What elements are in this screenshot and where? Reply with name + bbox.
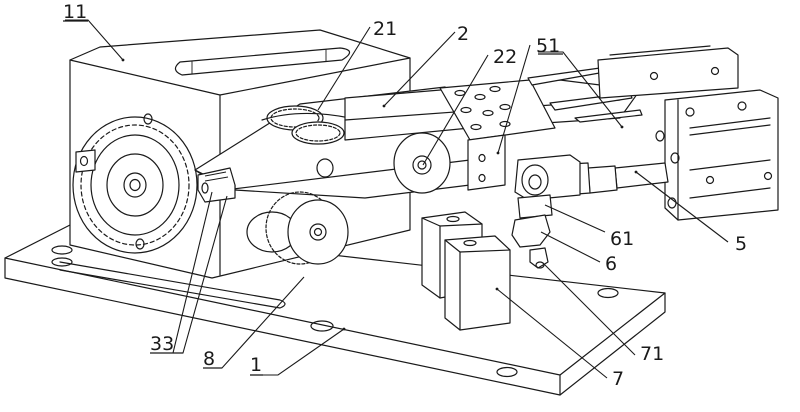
leader-21 — [317, 26, 371, 111]
leader-7 — [496, 288, 608, 379]
callout-61: 61 — [610, 228, 634, 250]
callout-33: 33 — [150, 333, 174, 355]
bracket-plate — [439, 79, 556, 191]
leader-2 — [383, 31, 456, 107]
clevis-joint — [511, 154, 581, 269]
leader-61 — [544, 204, 606, 233]
leader-51a — [497, 44, 531, 154]
support-blocks — [421, 211, 511, 331]
callout-11: 11 — [63, 1, 87, 23]
callout-labels: 11 21 2 22 51 5 61 6 71 7 1 8 33 — [63, 1, 747, 390]
leader-51b — [538, 51, 623, 128]
leader-1 — [262, 328, 345, 376]
leader-11 — [65, 19, 124, 61]
callout-5: 5 — [735, 233, 747, 255]
leader-71 — [542, 262, 636, 356]
callout-21: 21 — [373, 18, 397, 40]
leader-33b — [172, 191, 213, 354]
callout-51: 51 — [536, 35, 560, 57]
leader-22 — [422, 54, 489, 166]
leader-6 — [540, 231, 601, 263]
callout-2: 2 — [457, 23, 469, 45]
callout-71: 71 — [640, 343, 664, 365]
callout-6: 6 — [605, 253, 617, 275]
callout-8: 8 — [203, 348, 215, 370]
callout-7: 7 — [612, 368, 624, 390]
callout-1: 1 — [250, 354, 262, 376]
leader-5 — [635, 171, 729, 243]
left-gear-ring — [72, 113, 198, 254]
lower-gear — [246, 191, 349, 265]
callout-22: 22 — [493, 46, 517, 68]
